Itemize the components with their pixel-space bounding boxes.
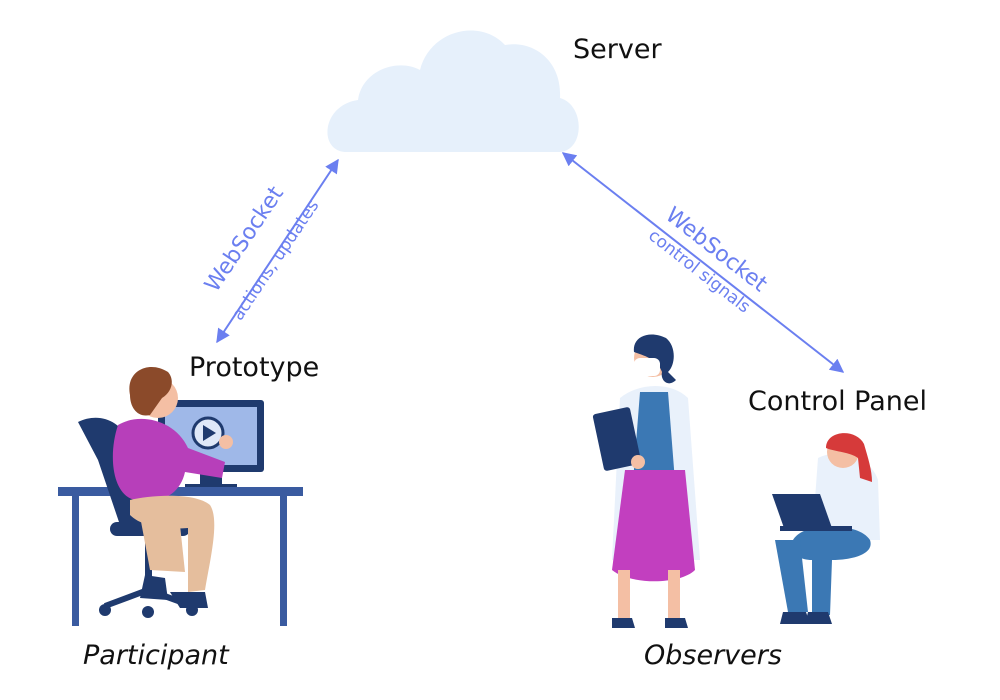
left-link-arrow [216, 158, 339, 344]
participant-label: Participant [83, 640, 229, 671]
right-link-arrow [561, 152, 845, 373]
control-panel-label: Control Panel [748, 386, 928, 417]
observer-standing-illustration [592, 334, 700, 628]
server-cloud-icon [327, 30, 579, 152]
prototype-label: Prototype [189, 352, 320, 383]
observers-label: Observers [644, 640, 782, 671]
participant-illustration [58, 366, 303, 626]
left-link-protocol: WebSocket [200, 182, 289, 297]
observer-seated-illustration [772, 433, 880, 624]
server-label: Server [573, 34, 662, 65]
